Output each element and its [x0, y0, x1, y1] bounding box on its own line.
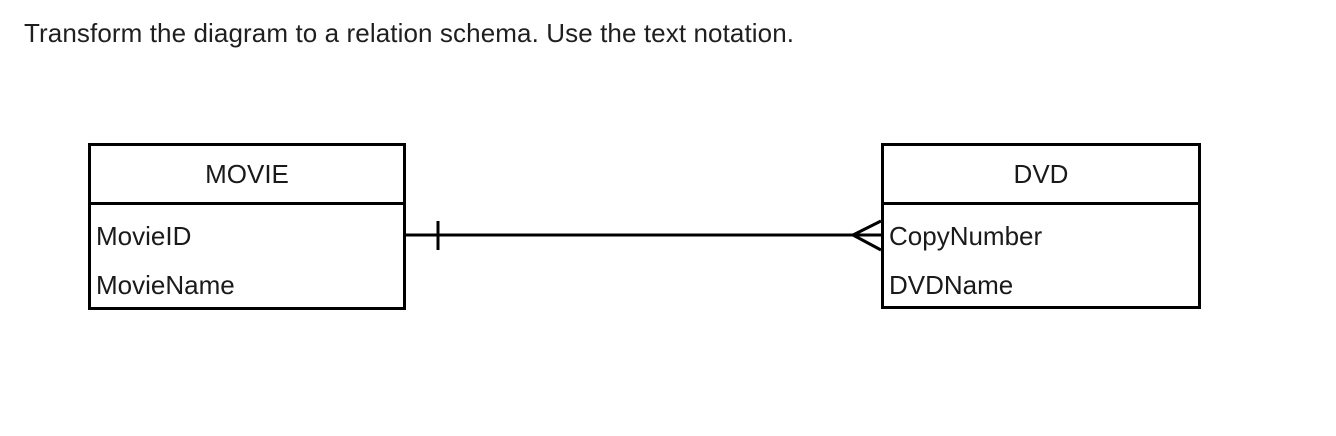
entity-title-movie: MOVIE [91, 146, 403, 205]
page-title: Transform the diagram to a relation sche… [24, 18, 795, 48]
attribute-row: MovieName [96, 270, 235, 300]
attribute-row: CopyNumber [889, 221, 1043, 251]
entity-box-dvd: DVD CopyNumber DVDName [881, 143, 1201, 309]
cardinality-crows-foot-many-icon [852, 219, 882, 252]
entity-attributes-movie: MovieID MovieName [91, 205, 403, 310]
relationship-connector [406, 219, 882, 252]
attribute-row: DVDName [889, 270, 1014, 300]
entity-box-movie: MOVIE MovieID MovieName [88, 143, 406, 310]
attribute-row: MovieID [96, 221, 192, 251]
entity-title-dvd: DVD [884, 146, 1198, 205]
entity-attributes-dvd: CopyNumber DVDName [884, 205, 1198, 310]
